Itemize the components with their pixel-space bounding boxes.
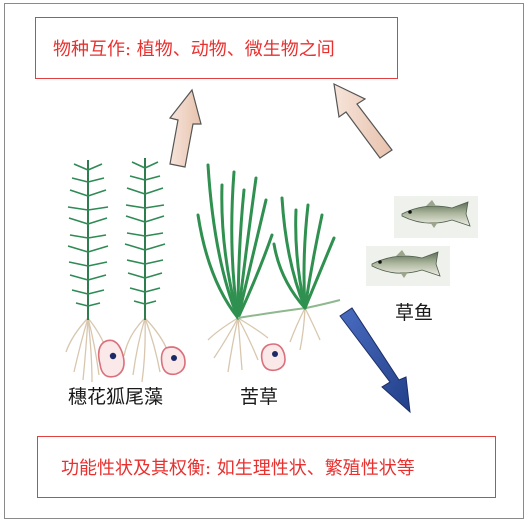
species-interaction-text: 物种互作: 植物、动物、微生物之间	[53, 39, 335, 60]
down-arrow	[339, 307, 411, 414]
myriophyllum-plant-icon	[123, 158, 169, 383]
vallisneria-label: 苦草	[240, 386, 279, 408]
grass-carp-fish-icon	[366, 246, 450, 286]
grass-carp-label: 草鱼	[395, 302, 434, 324]
functional-traits-box: 功能性状及其权衡: 如生理性状、繁殖性状等	[37, 436, 496, 498]
up-arrow-left	[168, 88, 202, 168]
microbe-cell-icon	[97, 339, 125, 378]
vallisneria-plant-icon	[237, 196, 341, 351]
microbe-cell-icon	[160, 346, 186, 376]
species-interaction-box: 物种互作: 植物、动物、微生物之间	[35, 17, 398, 79]
microbe-cell-icon	[260, 343, 286, 372]
myriophyllum-label: 穗花狐尾藻	[68, 386, 164, 408]
myriophyllum-plant-icon	[65, 160, 111, 383]
functional-traits-text: 功能性状及其权衡: 如生理性状、繁殖性状等	[61, 458, 415, 479]
figure-frame	[4, 3, 524, 519]
up-arrow-right	[333, 82, 393, 159]
vallisneria-plant-icon	[196, 163, 274, 373]
grass-carp-fish-icon	[394, 196, 478, 238]
